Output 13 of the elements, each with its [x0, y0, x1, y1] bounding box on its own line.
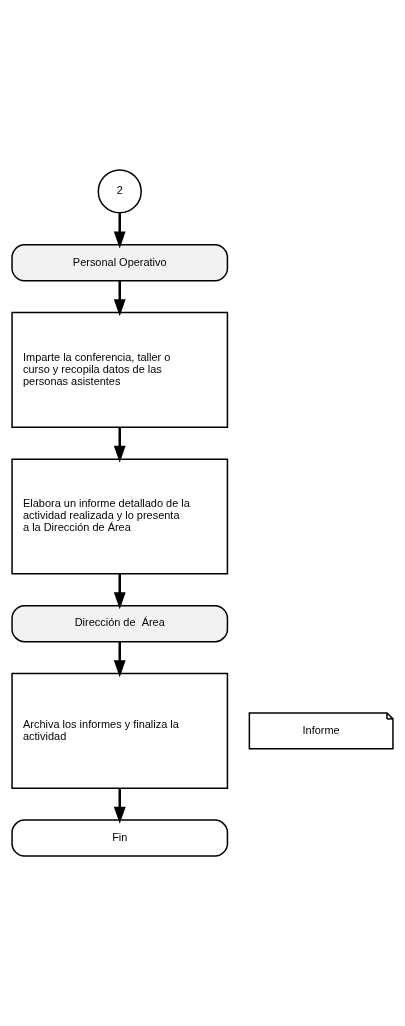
- node-box: Elabora un informe detallado de la actividad realizada y lo presenta a la Dirección de Área: [11, 458, 229, 575]
- node-circle: 2: [97, 169, 142, 214]
- node-box: Fin: [11, 819, 229, 857]
- node-box: Personal Operativo: [11, 244, 229, 282]
- arrow: [113, 642, 126, 678]
- arrow: [113, 213, 126, 249]
- node-box: Imparte la conferencia, taller o curso y recopila datos de las personas asistentes: [11, 311, 229, 428]
- node-box: Archiva los informes y finaliza la actividad: [11, 672, 229, 789]
- arrow: [113, 281, 126, 317]
- arrow: [113, 788, 126, 824]
- node-box: Dirección de Área: [11, 605, 229, 643]
- arrow: [113, 574, 126, 610]
- arrow: [113, 427, 126, 463]
